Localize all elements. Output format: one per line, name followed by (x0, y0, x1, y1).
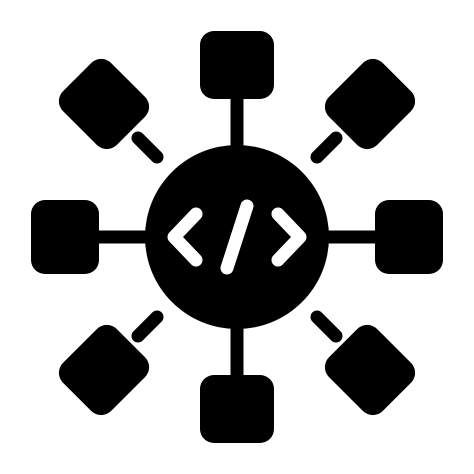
slash (220, 199, 254, 275)
node-bottom-left (58, 324, 150, 416)
node-bottom (200, 375, 274, 443)
connector-top-left (131, 131, 164, 164)
connector-bottom-right (310, 310, 343, 343)
node-bottom-right (324, 324, 416, 416)
bracket-right (271, 207, 307, 267)
node-top (200, 31, 274, 99)
node-right (375, 200, 443, 274)
node-left (31, 200, 99, 274)
connector-bottom-left (131, 310, 164, 343)
bracket-left (167, 207, 203, 267)
straight-nodes (31, 31, 443, 443)
diagonal-nodes (58, 58, 416, 416)
node-top-left (58, 58, 150, 150)
node-top-right (324, 58, 416, 150)
code-brackets-icon (167, 199, 307, 275)
connector-top-right (310, 131, 343, 164)
